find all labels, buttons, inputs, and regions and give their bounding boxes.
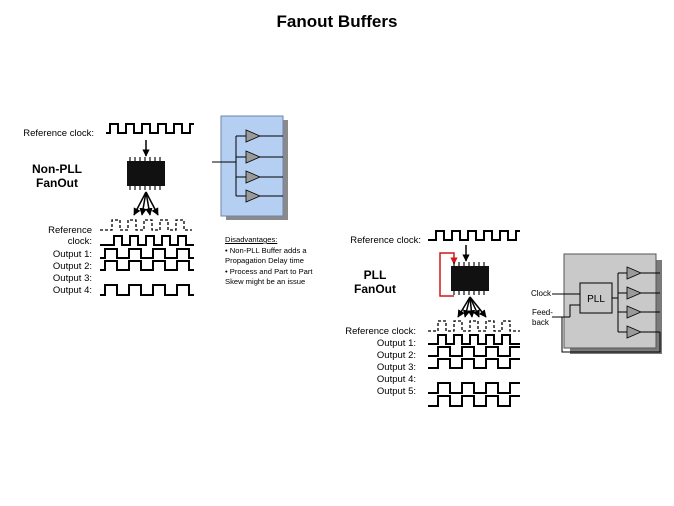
pll-ref-dashed-waveform [428,320,520,332]
pll-output-1-waveform [428,334,520,345]
nonpll-output-2: Output 2: [52,261,92,272]
nonpll-ref-clock-waveform [106,123,194,134]
nonpll-output-3: Output 3: [52,273,92,284]
nonpll-output-2-waveform [100,248,194,259]
pll-ref-clock-waveform [428,230,520,241]
nonpll-heading: Non-PLL FanOut [32,162,82,190]
pll-chip [451,262,489,295]
nonpll-output-4: Output 4: [52,285,92,296]
nonpll-ref-clock-line2: clock: [67,236,92,247]
pll-ref-clock-lower: Reference clock: [345,326,416,337]
nonpll-output-1-waveform [100,235,194,246]
nonpll-chip [127,157,165,190]
pll-feedback-path [439,252,458,297]
pll-output-5: Output 5: [376,386,416,397]
nonpll-buffer-box [212,115,288,220]
nonpll-output-3-waveform [100,260,194,271]
pll-output-4: Output 4: [376,374,416,385]
pll-output-3: Output 3: [376,362,416,373]
pll-block-feedback-label: Feed- back [532,308,553,327]
nonpll-ref-clock-label: Reference clock: [23,128,94,139]
pll-core-box [579,282,613,314]
pll-output-1: Output 1: [376,338,416,349]
disadvantages-note: Disadvantages: • Non-PLL Buffer adds a P… [225,235,313,286]
nonpll-output-1: Output 1: [52,249,92,260]
nonpll-fanout-arrows [133,191,159,216]
pll-output-5-waveform [428,395,520,407]
pll-block-clock-label: Clock [531,289,552,298]
pll-heading: PLL FanOut [354,268,396,296]
pll-output-3-waveform [428,358,520,369]
pll-output-2: Output 2: [376,350,416,361]
pll-ref-clock-label: Reference clock: [350,235,421,246]
pll-feedback-wire [561,317,661,353]
pll-core-label: PLL [587,294,605,305]
pll-fanout-arrows [457,296,487,318]
nonpll-ref-dashed-waveform [100,219,192,231]
pll-output-4-waveform [428,382,520,394]
page-title: Fanout Buffers [276,12,398,31]
nonpll-ref-clock-line1: Reference [48,225,92,236]
pll-block-diagram: PLL [552,253,662,354]
pll-output-2-waveform [428,346,520,357]
nonpll-output-4-waveform [100,284,194,296]
